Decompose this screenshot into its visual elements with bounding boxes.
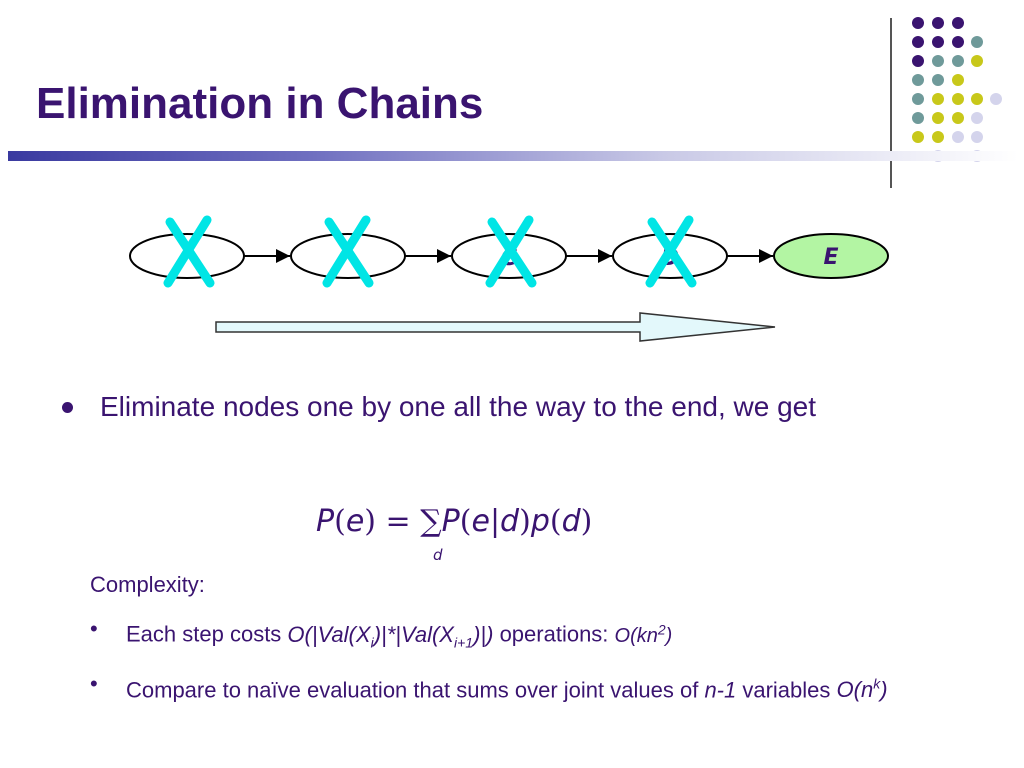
dot xyxy=(990,93,1002,105)
dot xyxy=(912,55,924,67)
formula-sum-sign: ∑ xyxy=(420,504,442,539)
dot xyxy=(912,74,924,86)
dot xyxy=(971,93,983,105)
dot xyxy=(932,55,944,67)
eliminated-cross-icon xyxy=(485,215,537,288)
item-text: ) xyxy=(665,624,673,647)
complexity-label: Complexity: xyxy=(90,572,205,597)
formula-symbol: p xyxy=(530,504,550,539)
dot xyxy=(932,131,944,143)
item-text: variables xyxy=(736,677,837,703)
main-bullet-text: Eliminate nodes one by one all the way t… xyxy=(100,391,817,422)
eliminated-cross-icon xyxy=(163,215,215,288)
bullet-dot-icon xyxy=(62,402,73,413)
list-item: • Compare to naïve evaluation that sums … xyxy=(90,669,950,705)
subscript: i+1 xyxy=(454,634,474,651)
item-text: )|) xyxy=(473,621,494,647)
elimination-direction-arrow xyxy=(215,312,776,342)
formula-expression: P(e) = ∑P(e|d)p(d) xyxy=(316,504,593,539)
list-item: • Each step costs O(|Val(Xi)|*|Val(Xi+1)… xyxy=(90,614,950,657)
item-text: ) xyxy=(880,677,888,703)
formula-symbol: P xyxy=(441,504,460,539)
formula-equals: = xyxy=(385,504,411,539)
formula-symbol: e xyxy=(471,504,490,539)
formula-symbol: P xyxy=(316,504,335,539)
superscript: 2 xyxy=(657,621,666,637)
dot xyxy=(971,36,983,48)
dot xyxy=(932,17,944,29)
dot xyxy=(952,55,964,67)
chain-diagram: C D E xyxy=(129,215,889,342)
complexity-list: • Each step costs O(|Val(Xi)|*|Val(Xi+1)… xyxy=(90,614,950,717)
dot xyxy=(952,93,964,105)
dot xyxy=(932,112,944,124)
bullet-icon: • xyxy=(90,616,98,641)
dot xyxy=(971,112,983,124)
chain-node-e: E xyxy=(773,233,889,279)
formula-given-bar: | xyxy=(489,504,501,539)
node-label: E xyxy=(823,245,838,270)
item-text: O(kn xyxy=(614,624,658,647)
dot xyxy=(932,93,944,105)
formula-symbol: d xyxy=(561,504,581,539)
eliminated-cross-icon xyxy=(322,215,374,288)
item-text: O(|Val(X xyxy=(287,621,371,647)
dot xyxy=(912,36,924,48)
bullet-icon: • xyxy=(90,671,98,697)
marginal-formula: P(e) = ∑P(e|d)p(d) d xyxy=(316,498,696,573)
item-text: Compare to naïve evaluation that sums ov… xyxy=(126,677,705,703)
eliminated-cross-icon xyxy=(645,215,697,288)
superscript: k xyxy=(873,676,881,693)
dot xyxy=(912,17,924,29)
item-text: Each step costs xyxy=(126,621,288,647)
formula-sum-index: d xyxy=(433,546,443,564)
item-text: )|*|Val(X xyxy=(373,621,454,647)
dot xyxy=(912,131,924,143)
dot xyxy=(971,55,983,67)
dot xyxy=(952,36,964,48)
item-text: n-1 xyxy=(704,677,737,703)
dot xyxy=(952,74,964,86)
dot xyxy=(912,93,924,105)
main-bullet: Eliminate nodes one by one all the way t… xyxy=(62,388,942,426)
item-text: O(n xyxy=(836,677,874,703)
dot xyxy=(912,112,924,124)
formula-symbol: d xyxy=(500,504,520,539)
slide-title: Elimination in Chains xyxy=(36,79,484,128)
dot xyxy=(971,131,983,143)
title-vertical-rule xyxy=(890,18,892,188)
formula-symbol: e xyxy=(345,504,365,539)
dot xyxy=(932,36,944,48)
dot xyxy=(952,112,964,124)
dot xyxy=(952,17,964,29)
dot xyxy=(952,131,964,143)
subscript: i xyxy=(370,634,374,651)
title-underline-bar xyxy=(8,151,1018,161)
dot xyxy=(932,74,944,86)
item-text: operations: xyxy=(493,621,615,647)
